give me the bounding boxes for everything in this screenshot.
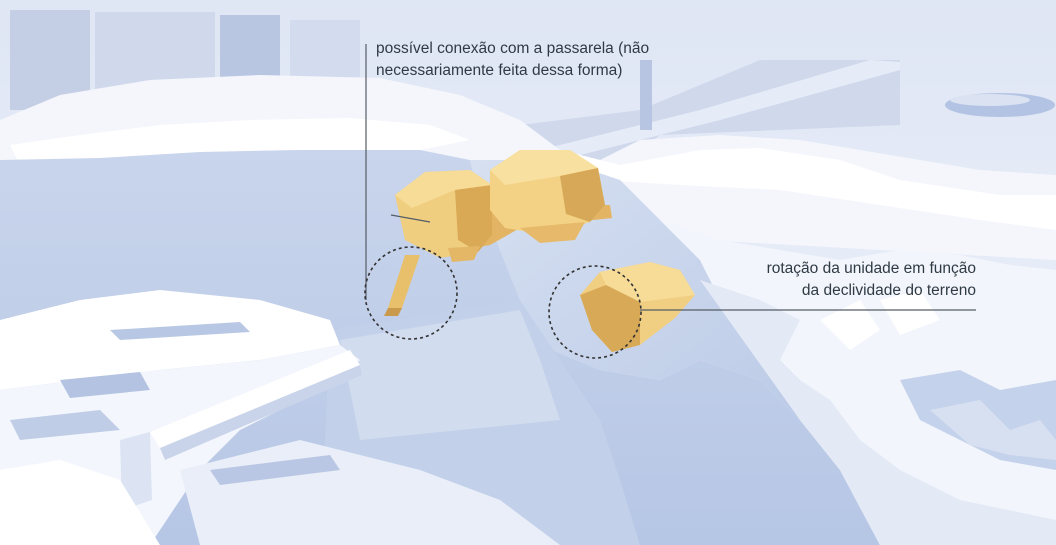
lower-terrain [0,290,560,545]
rotated-housing-unit [580,262,695,352]
walkway-highlight-circle [364,246,458,340]
highlight-circles [364,246,642,359]
annotation-leader-lines [365,44,976,311]
unit-highlight-circle [548,265,642,359]
housing-unit-cluster [395,150,612,262]
connection-annotation-line-1: possível conexão com a passarela (não [376,40,650,57]
connection-pointer-line [390,214,431,223]
walkway-connection [384,255,420,316]
rotation-annotation-line-1: rotação da unidade em função [766,260,976,277]
rotation-annotation: rotação da unidade em função da declivid… [652,258,976,302]
connection-annotation-line-2: necessariamente feita dessa forma) [376,62,623,79]
connection-annotation: possível conexão com a passarela (não ne… [376,38,649,82]
background-buildings [10,10,1055,165]
rotation-annotation-line-2: da declividade do terreno [801,282,976,299]
right-terrain [660,220,1056,545]
